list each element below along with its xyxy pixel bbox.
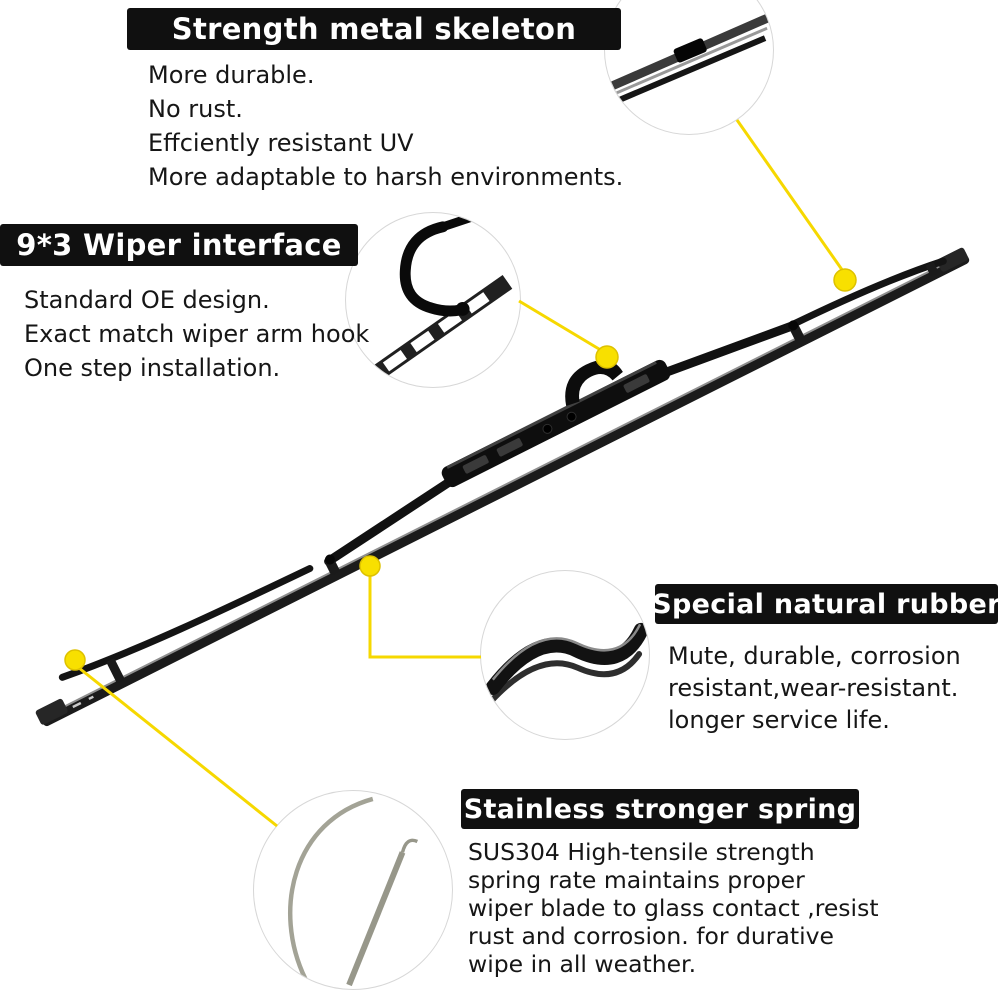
- spring-description: SUS304 High-tensile strength spring rate…: [468, 838, 879, 978]
- arm-hook-closeup-icon: [366, 213, 513, 384]
- text-line: Effciently resistant UV: [148, 129, 414, 157]
- spring-strip-closeup-icon: [287, 796, 419, 987]
- banner-title: Strength metal skeleton: [171, 12, 577, 46]
- text-line: longer service life.: [668, 706, 890, 734]
- text-line: Standard OE design.: [24, 286, 270, 314]
- text-line: One step installation.: [24, 354, 281, 382]
- text-line: wipe in all weather.: [468, 950, 697, 978]
- banner-special-natural-rubber: Special natural rubber: [652, 584, 998, 624]
- text-line: Exact match wiper arm hook: [24, 320, 370, 348]
- text-line: No rust.: [148, 95, 243, 123]
- text-line: rust and corrosion. for durative: [468, 922, 834, 950]
- skeleton-description: More durable. No rust. Effciently resist…: [148, 58, 623, 194]
- banner-title: Special natural rubber: [652, 588, 998, 620]
- text-line: Mute, durable, corrosion: [668, 642, 961, 670]
- banner-title: Stainless stronger spring: [463, 793, 857, 825]
- text-line: More durable.: [148, 61, 315, 89]
- interface-zoom-photo: [345, 212, 521, 388]
- spring-zoom-photo: [253, 790, 453, 990]
- banner-title: 9*3 Wiper interface: [16, 228, 342, 262]
- rubber-zoom-photo: [480, 570, 650, 740]
- rubber-strip-closeup-icon: [485, 622, 649, 705]
- text-line: SUS304 High-tensile strength: [468, 838, 815, 866]
- interface-description: Standard OE design. Exact match wiper ar…: [24, 283, 369, 385]
- text-line: wiper blade to glass contact ,resist: [468, 894, 879, 922]
- text-line: spring rate maintains proper: [468, 866, 805, 894]
- banner-strength-metal-skeleton: Strength metal skeleton: [127, 8, 621, 50]
- wiper-end-closeup-icon: [607, 13, 771, 108]
- text-line: resistant,wear-resistant.: [668, 674, 959, 702]
- rubber-description: Mute, durable, corrosion resistant,wear-…: [668, 640, 961, 736]
- banner-wiper-interface: 9*3 Wiper interface: [0, 224, 358, 266]
- banner-stainless-stronger-spring: Stainless stronger spring: [461, 789, 859, 829]
- skeleton-zoom-photo: [604, 0, 774, 135]
- text-line: More adaptable to harsh environments.: [148, 163, 624, 191]
